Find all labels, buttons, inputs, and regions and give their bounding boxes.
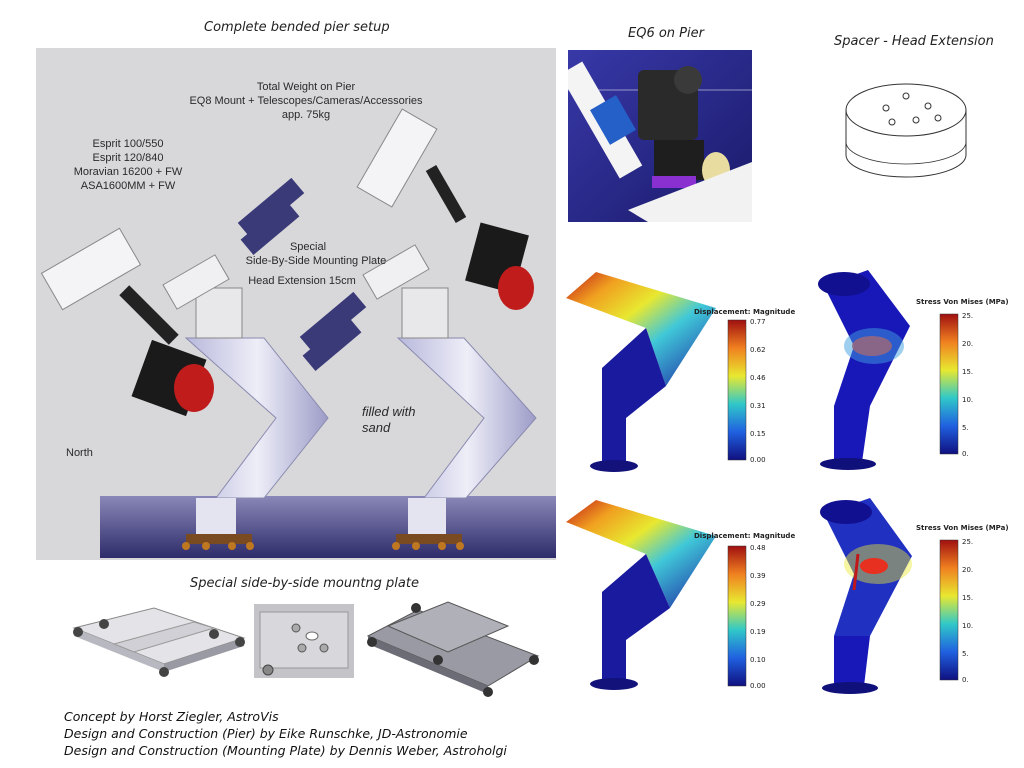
- svg-text:20.: 20.: [962, 566, 973, 574]
- fea-stress-bottom: Stress Von Mises (MPa) 25. 20. 15. 10. 5…: [820, 498, 1009, 694]
- label-total-weight: Total Weight on Pier: [257, 81, 356, 93]
- svg-text:0.77: 0.77: [750, 318, 766, 326]
- svg-text:10.: 10.: [962, 622, 973, 630]
- fea-displacement-top: Stress Von Mises (MPa) Displacement: Mag…: [566, 272, 798, 472]
- svg-text:5.: 5.: [962, 650, 969, 658]
- credit-line-plate: Design and Construction (Mounting Plate)…: [64, 743, 507, 758]
- svg-text:0.15: 0.15: [750, 430, 766, 438]
- pier-left: [182, 337, 329, 550]
- disp-title-top: Displacement: Magnitude (mm): [694, 308, 798, 316]
- svg-text:0.10: 0.10: [750, 656, 766, 664]
- label-filled-with: filled with: [362, 404, 415, 419]
- svg-text:5.: 5.: [962, 424, 969, 432]
- fea-displacement-bottom: Displacement: Magnitude (mm) 0.48 0.39 0…: [566, 500, 798, 690]
- credits: Concept by Horst Ziegler, AstroVis Desig…: [64, 708, 507, 759]
- svg-text:0.31: 0.31: [750, 402, 766, 410]
- svg-text:0.19: 0.19: [750, 628, 766, 636]
- label-head-extension: Head Extension 15cm: [248, 275, 356, 287]
- floor: [100, 496, 556, 558]
- svg-text:25.: 25.: [962, 312, 973, 320]
- label-telescope-2: Esprit 120/840: [93, 152, 164, 164]
- eq6-render: [568, 50, 752, 222]
- svg-text:15.: 15.: [962, 594, 973, 602]
- svg-text:20.: 20.: [962, 340, 973, 348]
- spacer-render: [845, 83, 967, 178]
- plate-render-3: [366, 601, 540, 697]
- stress-title-top: Stress Von Mises (MPa): [916, 298, 1009, 306]
- label-sand: sand: [362, 420, 391, 435]
- plate-render-2: [254, 604, 354, 678]
- stress-ticks-top: 25. 20. 15. 10. 5. 0.: [962, 312, 973, 458]
- disp-ticks-bottom: 0.48 0.39 0.29 0.19 0.10 0.00: [750, 544, 766, 690]
- label-sbs-plate: Side-By-Side Mounting Plate: [246, 255, 387, 267]
- label-mount-line: EQ8 Mount + Telescopes/Cameras/Accessori…: [189, 95, 423, 107]
- label-camera-2: ASA1600MM + FW: [81, 180, 176, 192]
- disp-title-bottom: Displacement: Magnitude (mm): [694, 532, 798, 540]
- spacer-caption: Spacer - Head Extension: [834, 34, 994, 49]
- disp-ticks-top: 0.77 0.62 0.46 0.31 0.15 0.00: [750, 318, 766, 464]
- svg-text:0.62: 0.62: [750, 346, 766, 354]
- credit-line-pier: Design and Construction (Pier) by Eike R…: [64, 726, 468, 741]
- label-special: Special: [290, 241, 326, 253]
- pier-right: [392, 337, 537, 550]
- svg-text:0.48: 0.48: [750, 544, 766, 552]
- label-telescope-1: Esprit 100/550: [93, 138, 164, 150]
- label-north: North: [66, 447, 93, 459]
- svg-text:25.: 25.: [962, 538, 973, 546]
- plate-caption: Special side-by-side mountng plate: [190, 576, 419, 591]
- svg-text:0.39: 0.39: [750, 572, 766, 580]
- label-weight: app. 75kg: [282, 109, 330, 121]
- svg-text:0.: 0.: [962, 450, 969, 458]
- svg-text:0.00: 0.00: [750, 456, 766, 464]
- mount-right: [299, 108, 534, 371]
- stress-ticks-bottom: 25. 20. 15. 10. 5. 0.: [962, 538, 973, 684]
- svg-text:15.: 15.: [962, 368, 973, 376]
- mount-left: [40, 177, 305, 417]
- plate-render-1: [72, 607, 246, 677]
- credit-line-concept: Concept by Horst Ziegler, AstroVis: [64, 709, 279, 724]
- svg-text:0.00: 0.00: [750, 682, 766, 690]
- fea-stress-top: Stress Von Mises (MPa) 25. 20. 15. 10. 5…: [818, 270, 1009, 470]
- svg-text:0.29: 0.29: [750, 600, 766, 608]
- svg-text:0.46: 0.46: [750, 374, 766, 382]
- svg-text:10.: 10.: [962, 396, 973, 404]
- pier-setup-render: Total Weight on Pier EQ8 Mount + Telesco…: [36, 48, 556, 560]
- main-caption: Complete bended pier setup: [204, 20, 390, 35]
- eq6-caption: EQ6 on Pier: [628, 26, 704, 41]
- label-camera-1: Moravian 16200 + FW: [74, 166, 183, 178]
- svg-text:0.: 0.: [962, 676, 969, 684]
- stress-title-bottom: Stress Von Mises (MPa): [916, 524, 1009, 532]
